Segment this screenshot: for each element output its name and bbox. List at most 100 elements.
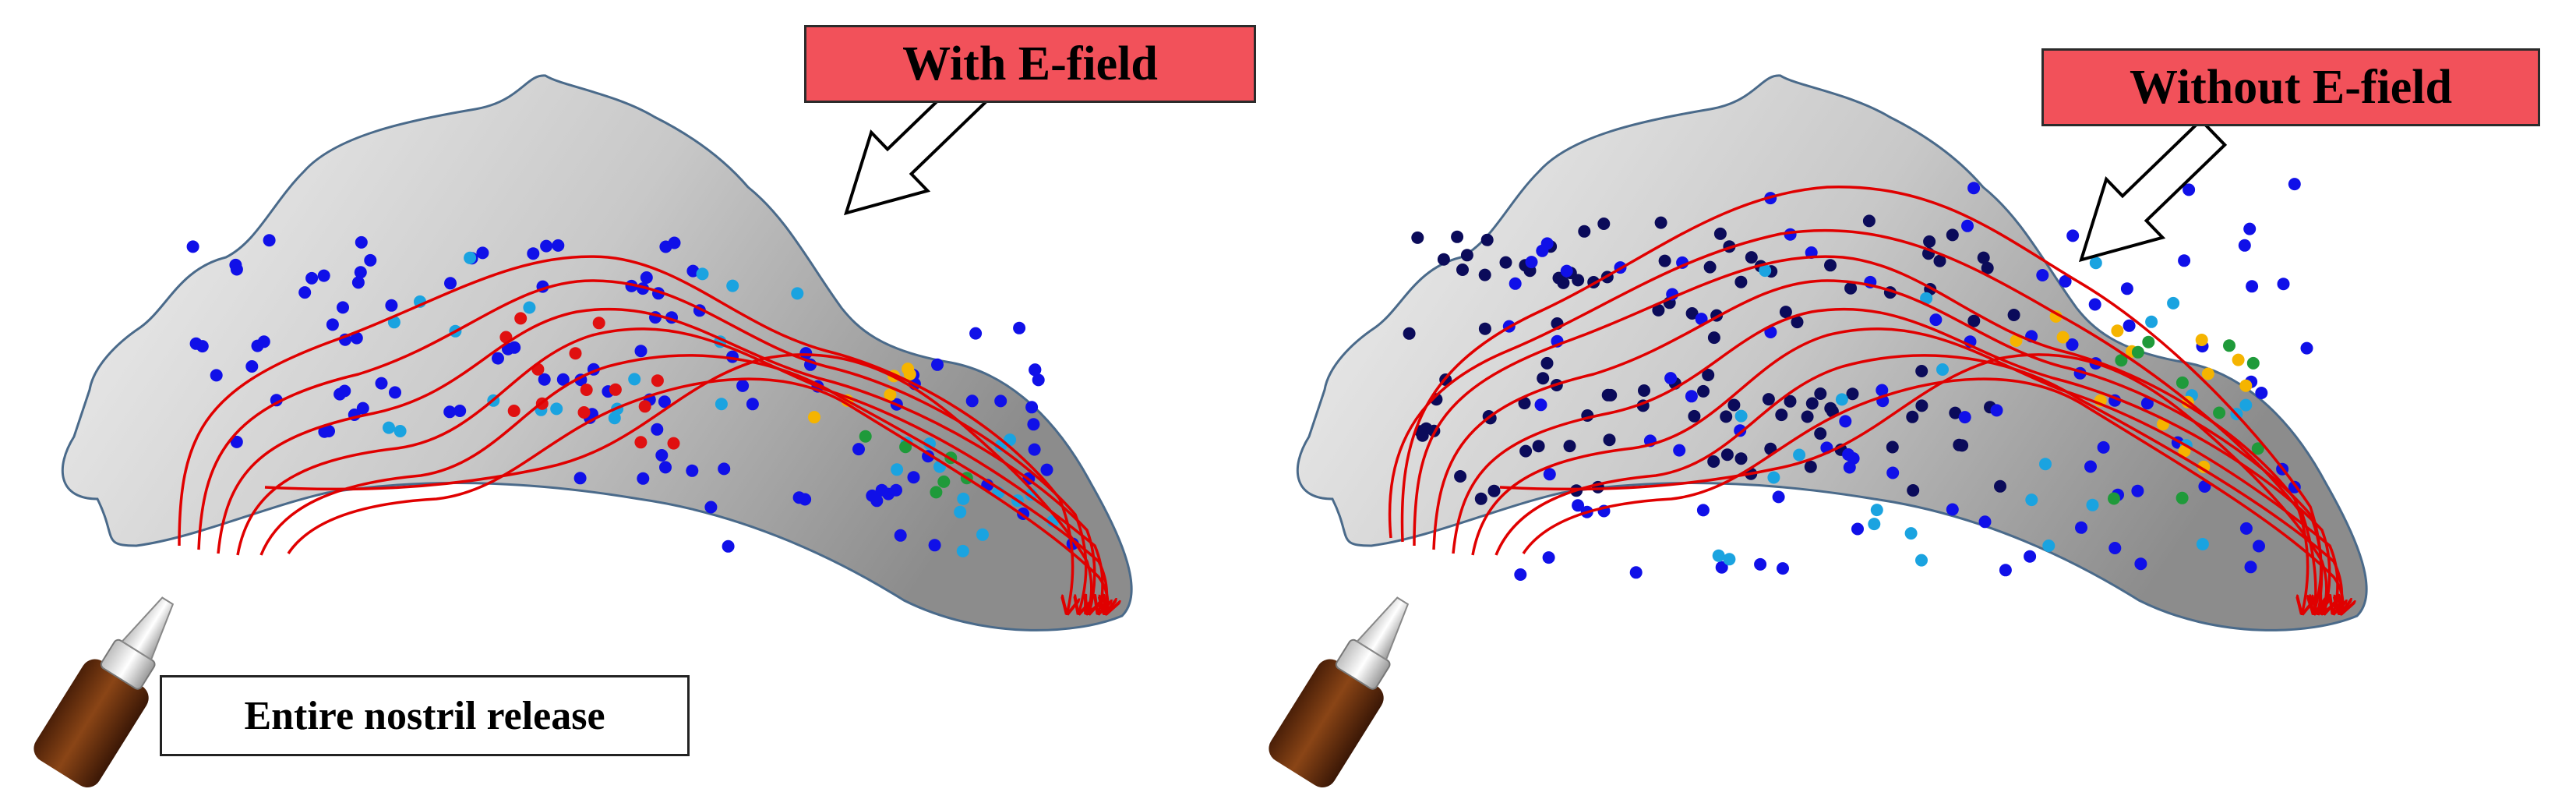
particle — [1915, 554, 1928, 567]
particle — [1839, 415, 1852, 428]
particle — [937, 475, 951, 488]
streamline — [1452, 307, 2330, 612]
particle — [1013, 321, 1026, 334]
particle — [1713, 227, 1727, 240]
particle — [1652, 303, 1665, 317]
particle — [453, 405, 467, 417]
streamline — [287, 377, 1108, 612]
particle — [2056, 331, 2070, 344]
particle — [651, 374, 664, 387]
particle — [355, 235, 368, 249]
particle — [2183, 183, 2196, 196]
particle — [351, 276, 365, 289]
particle — [1956, 439, 1969, 452]
particle — [2223, 339, 2235, 352]
particle — [196, 340, 209, 353]
particle — [1707, 455, 1720, 468]
particle — [364, 253, 377, 267]
particle — [1540, 356, 1554, 370]
particle — [1027, 418, 1040, 431]
particle — [1715, 561, 1728, 574]
particle — [1907, 484, 1920, 497]
particle — [1563, 440, 1576, 453]
particle — [704, 501, 718, 514]
particle — [1814, 427, 1827, 440]
particle — [2084, 460, 2097, 473]
streamline — [1388, 228, 2316, 612]
particle — [2253, 539, 2265, 553]
particle — [1801, 410, 1814, 423]
particle — [298, 286, 312, 299]
particle — [1572, 274, 1585, 287]
particle — [1514, 568, 1527, 581]
particle — [1978, 515, 1992, 529]
particle — [540, 239, 553, 253]
particle — [1933, 254, 1946, 267]
particle — [210, 369, 223, 382]
particle — [552, 239, 565, 252]
particle — [1923, 235, 1936, 248]
particle — [907, 471, 920, 484]
particle — [1767, 471, 1780, 484]
particle — [2088, 298, 2101, 311]
particle — [1734, 452, 1748, 465]
particle — [323, 425, 335, 437]
particle — [1793, 448, 1806, 462]
nasal-spray-bottle-icon — [1269, 596, 1410, 787]
particle — [186, 240, 199, 253]
particle — [1727, 398, 1741, 412]
particle — [1958, 411, 1971, 424]
streamline — [1522, 377, 2343, 612]
particle — [1560, 264, 1573, 278]
particle — [573, 472, 587, 485]
particle — [2108, 542, 2122, 554]
particle — [356, 402, 369, 415]
particle — [1734, 409, 1748, 423]
particle — [609, 383, 622, 396]
particle — [1416, 429, 1429, 442]
particle — [1542, 551, 1555, 564]
particle — [1597, 218, 1611, 230]
particle — [2131, 345, 2144, 359]
particle — [1762, 393, 1775, 406]
particle — [2059, 274, 2072, 288]
particle — [1518, 397, 1531, 410]
particle — [956, 544, 969, 557]
particle — [1847, 452, 1860, 465]
particle — [1456, 264, 1469, 276]
particle — [2232, 353, 2245, 366]
particle — [1685, 390, 1698, 403]
particle — [1403, 327, 1416, 340]
particle — [736, 379, 750, 392]
particle — [2195, 334, 2208, 346]
particle — [1695, 313, 1708, 326]
particle — [1454, 470, 1467, 483]
particle — [659, 240, 672, 253]
particle — [1915, 365, 1928, 377]
particle — [1040, 463, 1053, 476]
particle — [1712, 549, 1725, 562]
particle — [1862, 214, 1876, 228]
particle — [1946, 228, 1959, 242]
particle — [2042, 539, 2056, 552]
streamline — [1471, 327, 2338, 612]
particle — [1487, 484, 1501, 497]
particle — [2175, 376, 2189, 389]
particle — [1835, 393, 1848, 406]
particle — [2239, 398, 2253, 412]
particle — [903, 368, 916, 380]
particle — [569, 347, 582, 360]
particle — [1578, 225, 1591, 238]
particle — [746, 398, 759, 411]
particle — [965, 394, 979, 408]
particle — [383, 421, 395, 434]
particle — [2243, 222, 2257, 235]
particle — [1451, 230, 1464, 243]
particle — [696, 267, 709, 281]
particle — [1702, 369, 1715, 381]
particle — [387, 316, 401, 329]
particle — [2288, 178, 2301, 191]
particle — [2086, 498, 2099, 511]
particle — [492, 352, 504, 365]
particle — [1868, 518, 1881, 531]
